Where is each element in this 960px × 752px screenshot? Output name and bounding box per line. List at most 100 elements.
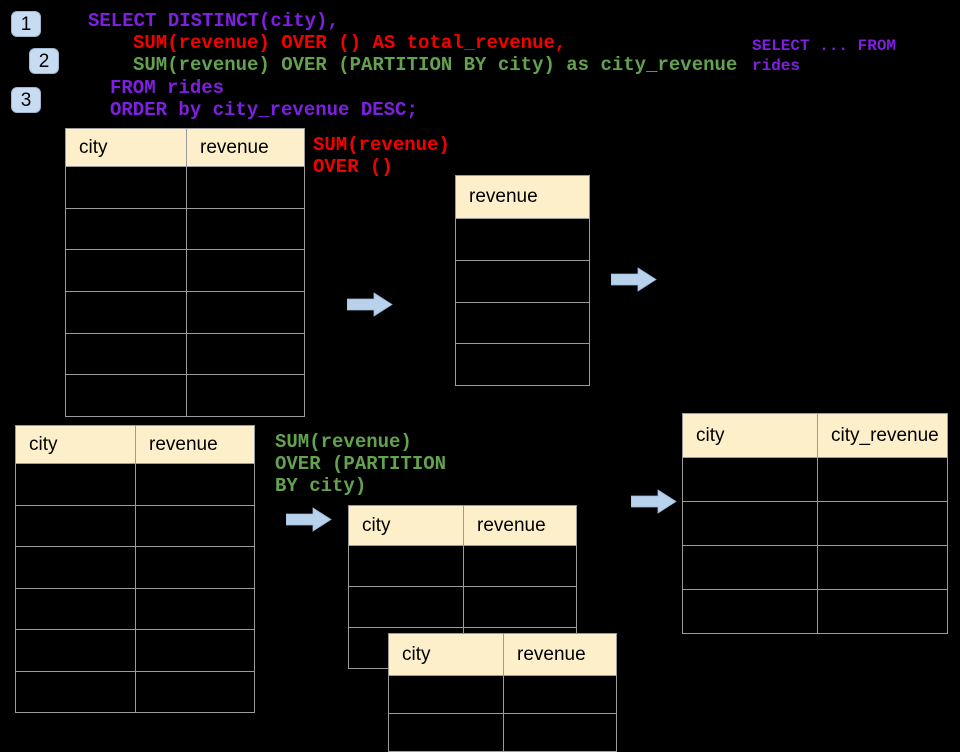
- table-body: [389, 675, 616, 751]
- table-row: [66, 166, 304, 208]
- arrow-right-icon: [286, 507, 332, 532]
- column-header-revenue: revenue: [136, 426, 254, 463]
- sql-window-function-slide: { "badges": [ {"label": "1"}, {"label": …: [11, 10, 948, 752]
- table-cell-empty: [683, 458, 818, 501]
- partition-table-1: city revenue: [348, 505, 577, 669]
- table-row: [16, 670, 254, 713]
- table-cell-empty: [136, 506, 254, 547]
- table-cell-empty: [16, 588, 136, 629]
- table-header-row: city revenue: [66, 129, 304, 166]
- table-row: [683, 501, 947, 545]
- table-cell-empty: [187, 334, 304, 375]
- sql-line-sum-over: SUM(revenue) OVER () AS total_revenue,: [133, 32, 567, 54]
- partition-table-2: city revenue: [388, 633, 617, 752]
- table-row: [16, 463, 254, 505]
- total-revenue-label-line-2: OVER (): [313, 156, 393, 178]
- column-header-city: city: [683, 414, 818, 457]
- table-body: [683, 457, 947, 633]
- table-cell-empty: [136, 630, 254, 671]
- column-header-city: city: [389, 634, 504, 675]
- column-header-city: city: [349, 506, 464, 545]
- table-header-row: city revenue: [389, 634, 616, 675]
- arrow-right-icon: [611, 267, 657, 292]
- table-cell-empty: [456, 261, 589, 302]
- column-header-revenue: revenue: [456, 176, 589, 218]
- partition-label-line-2: OVER (PARTITION: [275, 453, 447, 475]
- source-table-city-revenue-2: city revenue: [15, 425, 255, 713]
- table-cell-empty: [66, 250, 187, 292]
- side-note-line-1: SELECT ... FROM: [752, 37, 897, 55]
- column-header-revenue: revenue: [187, 129, 304, 166]
- table-cell-empty: [456, 344, 589, 385]
- source-table-city-revenue: city revenue: [65, 128, 305, 418]
- table-cell-empty: [187, 292, 304, 333]
- table-cell-empty: [16, 464, 136, 505]
- table-cell-empty: [16, 505, 136, 546]
- table-row: [389, 713, 616, 751]
- column-header-city: city: [66, 129, 187, 166]
- table-cell-empty: [683, 590, 818, 633]
- table-row: [16, 504, 254, 547]
- table-cell-empty: [66, 333, 187, 375]
- table-cell-empty: [464, 587, 576, 627]
- total-revenue-label-line-1: SUM(revenue): [313, 134, 450, 156]
- table-row: [456, 259, 589, 302]
- table-body: [456, 218, 589, 385]
- table-cell-empty: [818, 590, 947, 633]
- result-table-total-revenue: revenue: [455, 175, 590, 386]
- step-badge-1: 1: [11, 11, 41, 37]
- result-table-city-revenue: city city_revenue: [682, 413, 948, 634]
- table-cell-empty: [818, 458, 947, 501]
- table-header-row: city revenue: [16, 426, 254, 463]
- table-row: [16, 587, 254, 630]
- table-row: [683, 457, 947, 501]
- table-cell-empty: [187, 209, 304, 250]
- table-cell-empty: [187, 250, 304, 291]
- sql-line-from: FROM rides: [110, 77, 225, 99]
- table-cell-empty: [818, 502, 947, 545]
- sql-line-select: SELECT DISTINCT(city),: [88, 10, 339, 32]
- table-header-row: city revenue: [349, 506, 576, 545]
- table-cell-empty: [66, 292, 187, 333]
- table-cell-empty: [349, 546, 464, 586]
- step-badge-2: 2: [29, 48, 59, 74]
- table-cell-empty: [136, 464, 254, 505]
- table-cell-empty: [136, 672, 254, 713]
- table-row: [456, 343, 589, 385]
- table-cell-empty: [66, 167, 187, 208]
- table-cell-empty: [683, 546, 818, 589]
- table-body: [16, 463, 254, 712]
- table-cell-empty: [456, 219, 589, 260]
- arrow-right-icon: [347, 292, 393, 317]
- table-cell-empty: [389, 676, 504, 713]
- sql-line-partition: SUM(revenue) OVER (PARTITION BY city) as…: [133, 54, 738, 76]
- partition-label-line-1: SUM(revenue): [275, 431, 412, 453]
- table-cell-empty: [16, 630, 136, 671]
- table-cell-empty: [136, 547, 254, 588]
- column-header-city-revenue: city_revenue: [818, 414, 947, 457]
- table-row: [16, 546, 254, 588]
- column-header-revenue: revenue: [464, 506, 576, 545]
- partition-label-line-3: BY city): [275, 475, 367, 497]
- table-cell-empty: [456, 303, 589, 344]
- table-row: [66, 291, 304, 333]
- table-cell-empty: [504, 676, 616, 713]
- table-cell-empty: [16, 671, 136, 712]
- table-row: [16, 629, 254, 671]
- table-header-row: city city_revenue: [683, 414, 947, 457]
- table-cell-empty: [464, 546, 576, 586]
- column-header-revenue: revenue: [504, 634, 616, 675]
- table-body: [66, 166, 304, 417]
- side-note-line-2: rides: [752, 57, 801, 75]
- table-cell-empty: [136, 589, 254, 630]
- column-header-city: city: [16, 426, 136, 463]
- sql-line-order-by: ORDER by city_revenue DESC;: [110, 99, 418, 121]
- table-row: [683, 589, 947, 633]
- table-header-row: revenue: [456, 176, 589, 218]
- table-cell-empty: [349, 587, 464, 627]
- table-cell-empty: [187, 375, 304, 416]
- table-cell-empty: [66, 375, 187, 417]
- step-badge-3: 3: [11, 87, 41, 113]
- table-row: [66, 374, 304, 417]
- table-row: [389, 675, 616, 713]
